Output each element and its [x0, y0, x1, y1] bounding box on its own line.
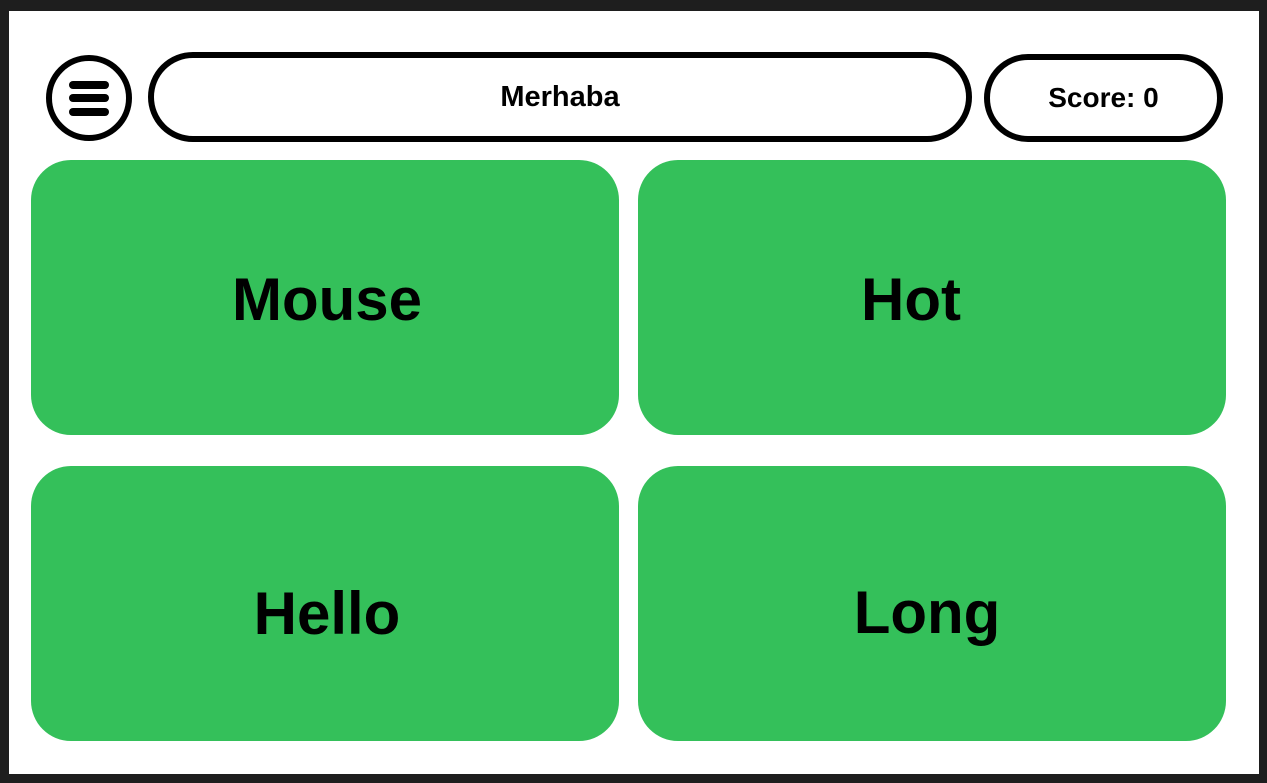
hamburger-menu-button[interactable] — [46, 55, 132, 141]
prompt-word-display: Merhaba — [148, 52, 972, 142]
answer-button-long[interactable]: Long — [638, 466, 1226, 741]
menu-icon-bar — [69, 108, 109, 116]
score-label: Score: — [1048, 82, 1136, 113]
score-value: 0 — [1143, 82, 1159, 113]
answer-button-hello[interactable]: Hello — [31, 466, 619, 741]
prompt-word: Merhaba — [500, 80, 620, 113]
menu-icon-bar — [69, 81, 109, 89]
menu-icon-bar — [69, 94, 109, 102]
answer-label: Hello — [253, 580, 401, 647]
answer-label: Hot — [861, 266, 961, 333]
answer-label: Mouse — [231, 266, 423, 333]
answer-label: Long — [853, 579, 1001, 646]
score-display: Score: 0 — [984, 54, 1223, 142]
answer-button-hot[interactable]: Hot — [638, 160, 1226, 435]
answer-button-mouse[interactable]: Mouse — [31, 160, 619, 435]
